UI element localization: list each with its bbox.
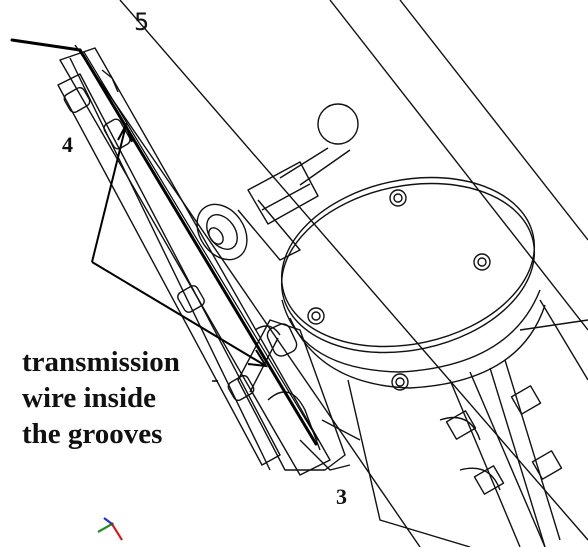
pulley (196, 203, 248, 261)
axis-triad-icon (97, 517, 123, 541)
mount-bracket (237, 161, 319, 261)
wire-annotation: transmission wire inside the grooves (22, 344, 180, 452)
part-number-5: 5 (134, 8, 150, 36)
motor-body (347, 299, 588, 547)
arm-link (57, 47, 331, 476)
part-number-4: 4 (62, 132, 73, 157)
knob (317, 103, 359, 145)
background-housing (74, 0, 588, 547)
transmission-wire (10, 38, 319, 446)
annotation-line: transmission (22, 346, 180, 378)
callout-arrows (91, 122, 268, 368)
part-number-3: 3 (336, 484, 347, 509)
groove-segment (237, 319, 361, 471)
annotation-line: wire inside (22, 382, 156, 414)
annotation-line: the grooves (22, 418, 163, 450)
motor-flange (280, 176, 546, 391)
